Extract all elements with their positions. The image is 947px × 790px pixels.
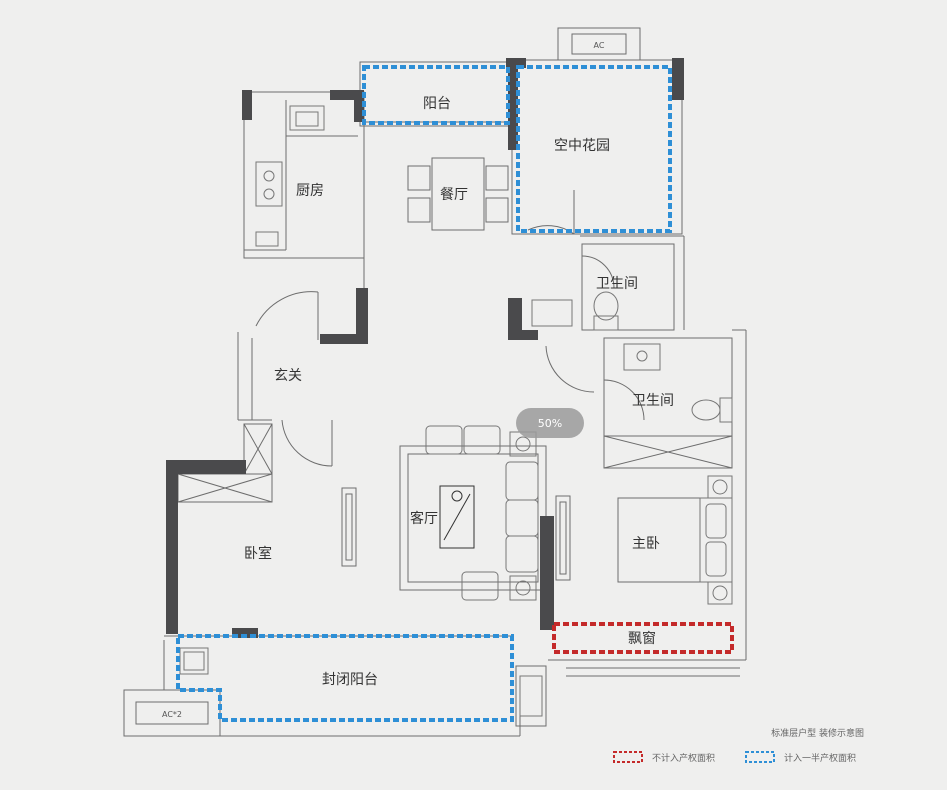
room-label-bathroom-2: 卫生间 [632,393,674,409]
balcony-half-area-zone [362,65,510,125]
room-labels: 阳台 空中花园 厨房 餐厅 卫生间 卫生间 玄关 客厅 卧室 主卧 飘窗 封闭阳… [244,96,674,688]
furniture [179,105,733,717]
ac-unit-bottom-label: AC*2 [162,710,182,719]
bay-window-excluded-zone [552,622,734,654]
ac-unit-top-label: AC [594,41,605,50]
enclosed-balcony-half-area-zone [176,634,514,722]
room-label-master-bedroom: 主卧 [632,536,660,552]
sky-garden-half-area-zone [516,65,672,233]
room-label-living: 客厅 [410,510,438,527]
legend-label-excluded: 不计入产权面积 [652,752,715,764]
plan-outlines [123,27,747,737]
room-label-entrance: 玄关 [274,367,302,384]
room-label-kitchen: 厨房 [296,183,324,199]
room-label-bedroom: 卧室 [244,545,272,562]
room-label-bathroom-1: 卫生间 [596,276,638,292]
room-label-dining: 餐厅 [440,187,468,203]
room-label-sky-garden: 空中花园 [554,138,610,154]
zoom-badge[interactable]: 50% [516,408,584,438]
legend-swatch-half [745,751,775,763]
plan-caption: 标准层户型 装修示意图 [771,727,864,739]
room-label-enclosed-balcony: 封闭阳台 [322,672,378,688]
room-label-balcony: 阳台 [423,96,451,112]
legend: 不计入产权面积 计入一半产权面积 [613,751,856,764]
walls [166,58,684,638]
legend-swatch-excluded [613,751,643,763]
zoom-badge-text: 50% [538,417,562,430]
room-label-bay-window: 飘窗 [628,630,656,647]
zones [176,65,734,722]
legend-label-half: 计入一半产权面积 [784,752,856,764]
